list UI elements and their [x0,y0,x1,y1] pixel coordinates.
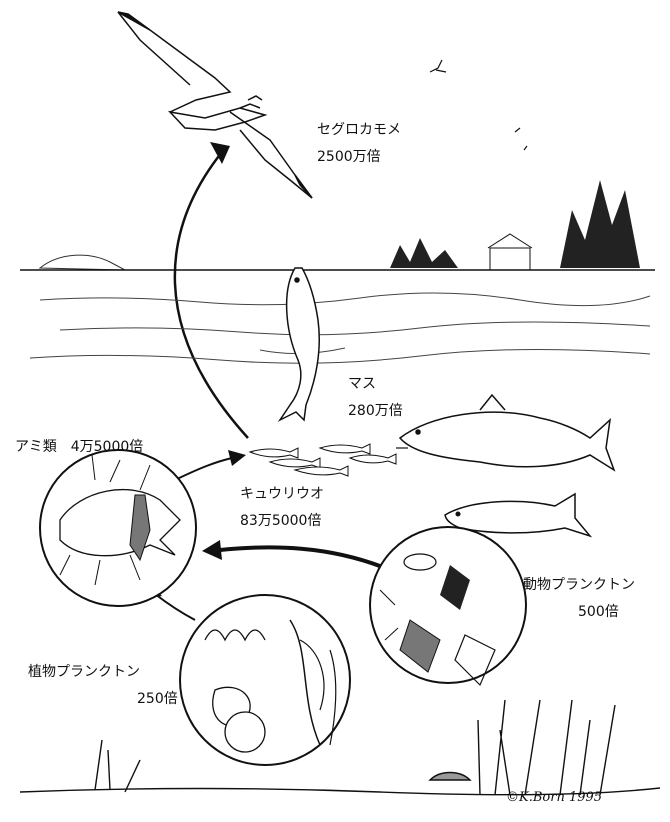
mysid-circle [40,450,196,606]
gull-name-label: セグロカモメ [317,120,401,140]
artist-signature: ©K.Born 1995 [506,790,602,805]
leaping-trout [280,268,319,420]
arrow-smelt-to-gull [175,142,248,438]
phytoplankton-name-label: 植物プランクトン [28,662,140,682]
smelt-school [250,444,396,476]
trout-factor-label: 280万倍 [348,401,403,421]
lake-trout [400,395,614,470]
zooplankton-factor-label: 500倍 [578,602,619,622]
shoreline-landscape [20,180,655,270]
phytoplankton-factor-label: 250倍 [137,689,178,709]
phytoplankton-circle [180,595,350,765]
herring-gull [118,12,312,198]
zooplankton-name-label: 動物プランクトン [523,575,635,595]
smelt-name-label: キュウリウオ [240,484,324,504]
mysid-label: アミ類 4万5000倍 [15,437,143,457]
arrow-mysid-to-smelt [175,450,246,480]
trout-name-label: マス [348,374,376,394]
smelt-factor-label: 83万5000倍 [240,511,321,531]
water-surface [30,293,650,363]
distant-birds [430,60,527,150]
gull-factor-label: 2500万倍 [317,147,381,167]
zooplankton-circle [370,527,526,685]
arrow-zooplankton-to-mysid [202,540,390,570]
